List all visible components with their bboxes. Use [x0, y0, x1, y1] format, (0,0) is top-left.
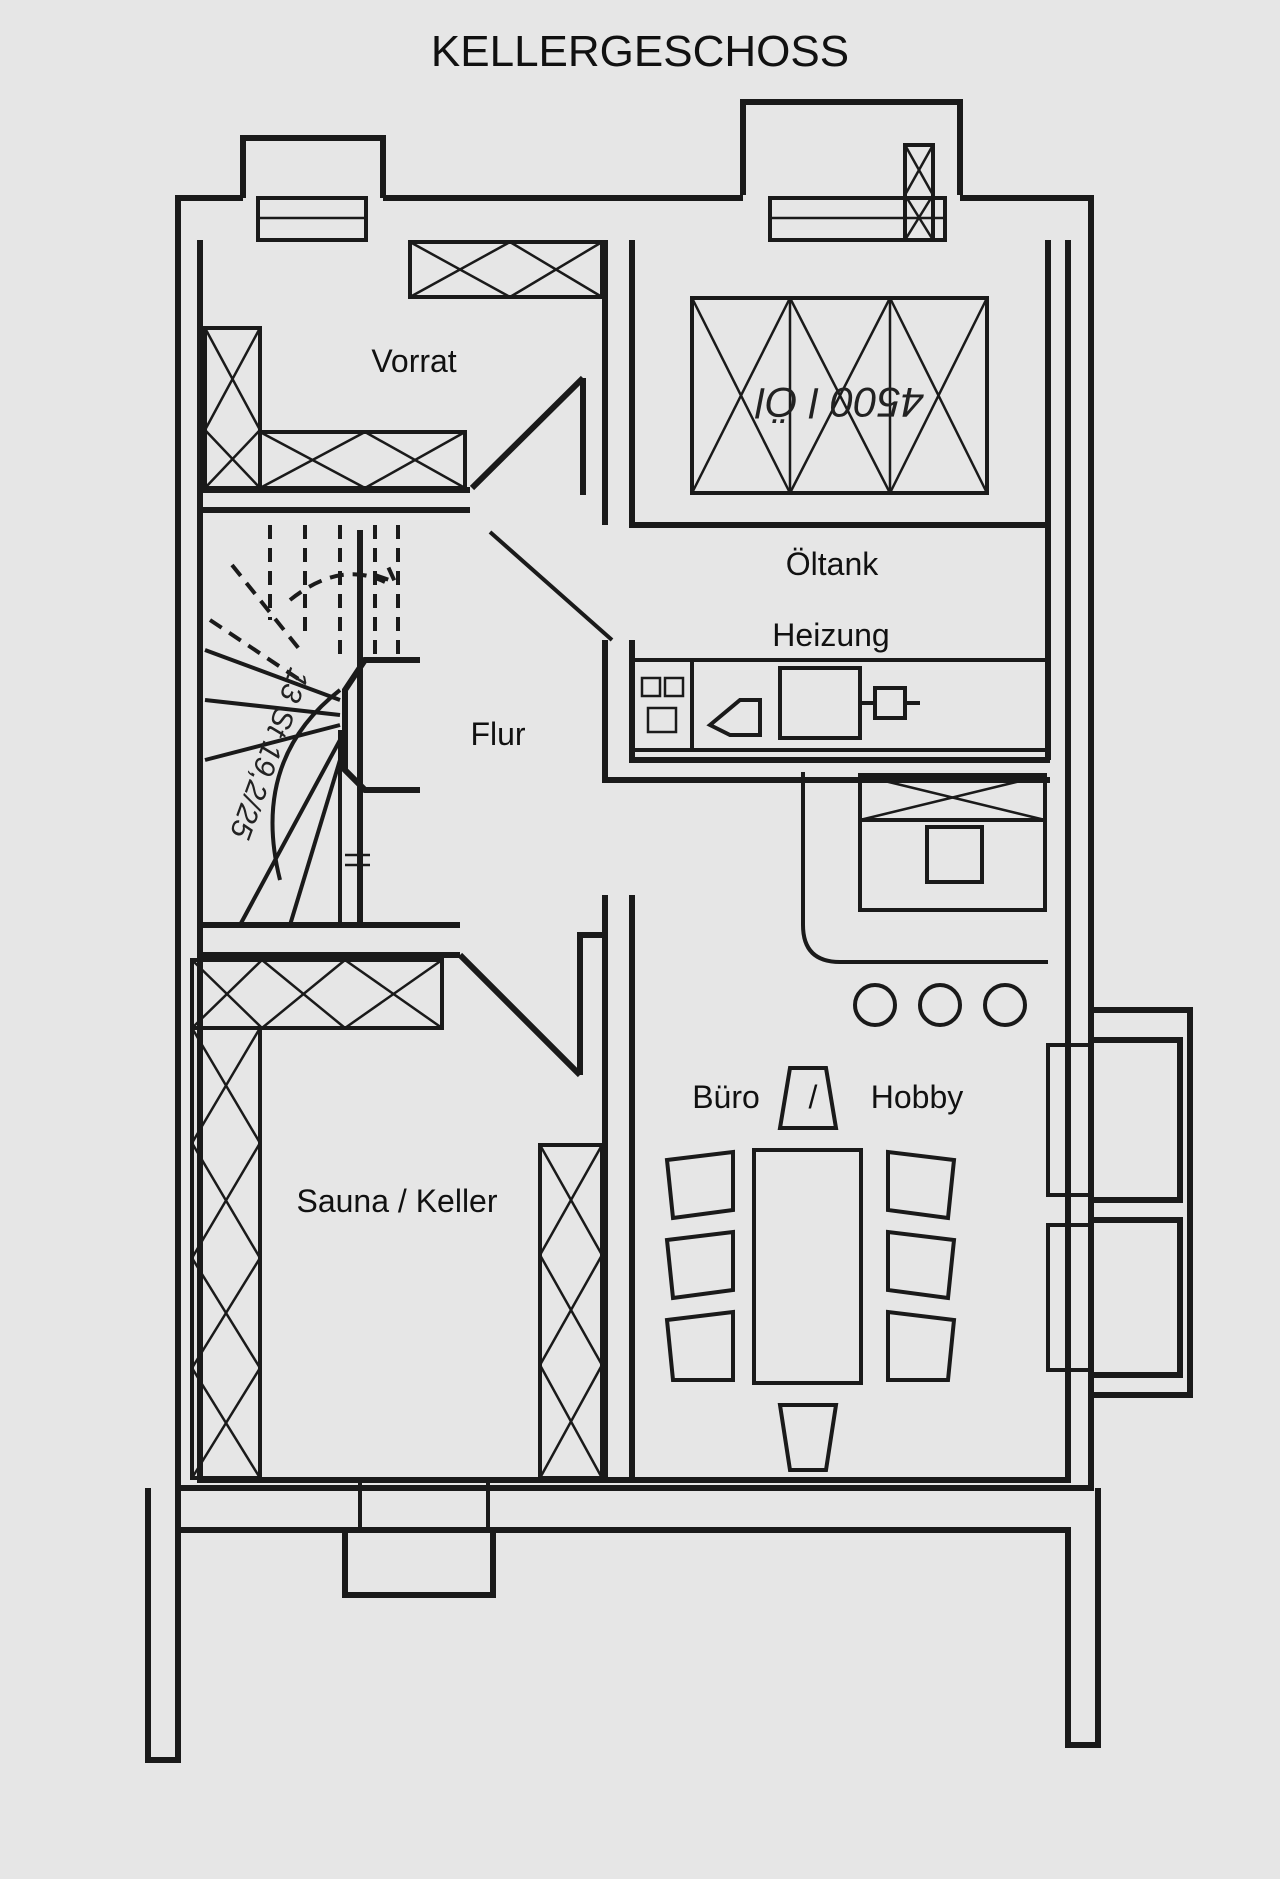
room-label-vorrat: Vorrat — [371, 343, 456, 379]
dining-table — [664, 1066, 957, 1472]
sauna-door — [457, 895, 608, 1078]
room-label-oeltank: Öltank — [786, 546, 879, 582]
plan-title: KELLERGESCHOSS — [431, 27, 849, 76]
vorrat-door — [469, 375, 586, 495]
tank-volume-annotation: 4500 l Öl — [754, 379, 924, 426]
room-label-hobby: Hobby — [871, 1079, 964, 1115]
room-label-heizung: Heizung — [772, 617, 889, 653]
stair-newel — [342, 657, 420, 793]
boiler — [630, 658, 1049, 752]
heizung-door — [488, 530, 614, 642]
chimney-vent-icon — [903, 143, 935, 242]
vorrat-shelves — [203, 240, 604, 490]
room-label-buero: Büro — [692, 1079, 760, 1115]
pipe-openings — [853, 983, 1027, 1027]
staircase — [204, 525, 400, 926]
storage-cabinet — [801, 772, 1048, 964]
room-label-flur: Flur — [470, 716, 525, 752]
room-label-sauna: Sauna / Keller — [296, 1183, 497, 1219]
outer-walls — [145, 99, 1193, 1763]
room-label-slash: / — [809, 1079, 818, 1115]
windows — [256, 196, 1093, 1598]
sauna-shelves — [190, 958, 604, 1480]
oil-tank — [690, 296, 989, 495]
